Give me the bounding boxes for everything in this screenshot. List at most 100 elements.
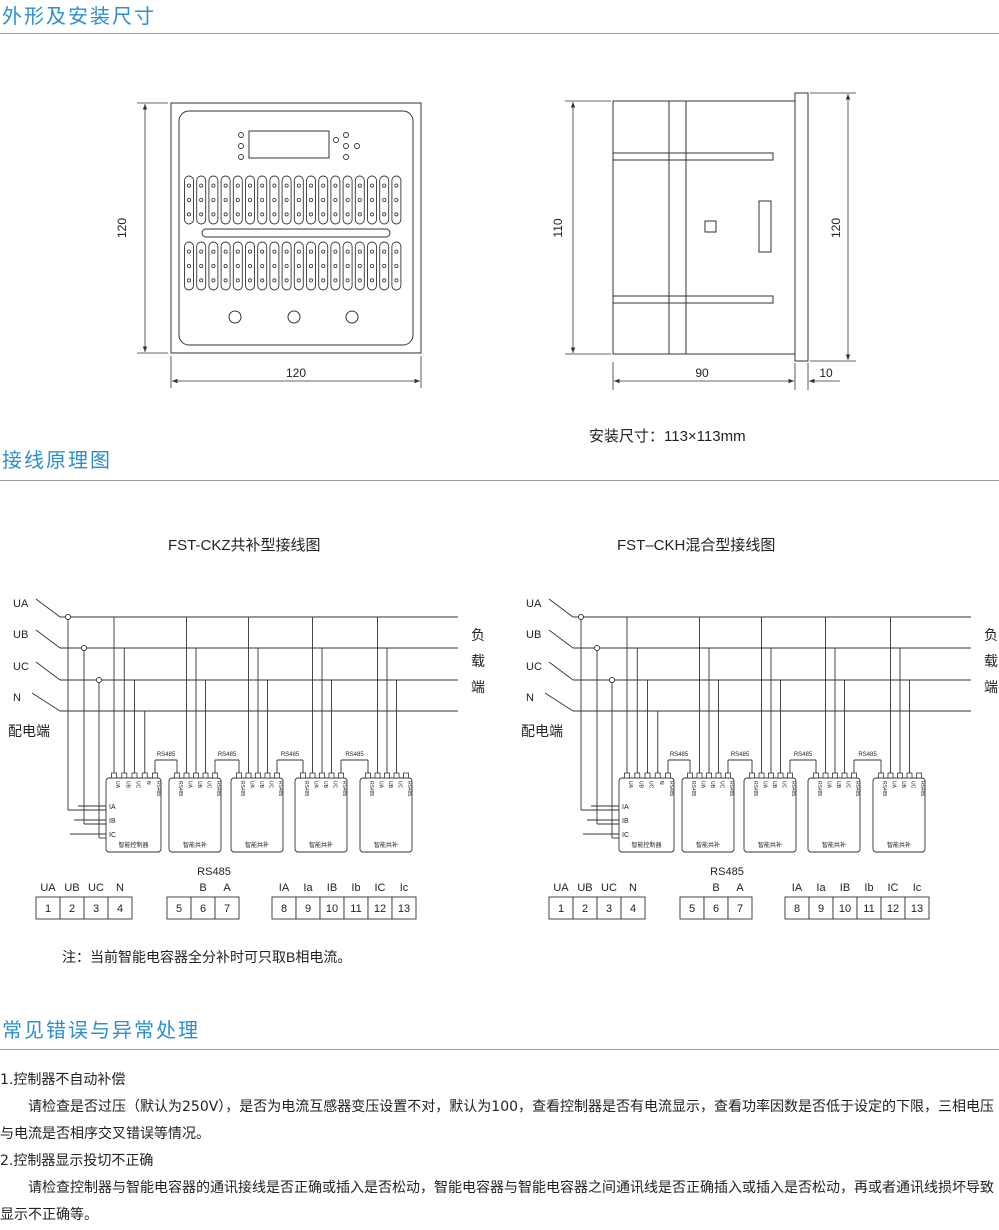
terminal-slot — [391, 175, 402, 225]
rs485-link-label: RS485 — [157, 752, 176, 758]
terminal-label: UA — [762, 781, 768, 789]
terminal-slot — [196, 175, 207, 225]
terminal-label: UC — [397, 781, 403, 789]
phase-label: UB — [13, 629, 28, 641]
terminal-label: RS485 — [690, 781, 696, 797]
terminal-label: UC — [845, 781, 851, 789]
faq-q2-title: 2.控制器显示投切不正确 — [0, 1153, 154, 1169]
side-view-drawing: 110 120 90 10 — [551, 92, 856, 390]
terminal-label: UA — [700, 781, 706, 789]
section-title-dimensions: 外形及安装尺寸 — [2, 4, 156, 28]
terminal-label: UC — [135, 781, 141, 789]
terminal-slot — [245, 175, 255, 225]
section-divider — [0, 33, 999, 34]
terminal-label: RS485 — [816, 781, 822, 797]
terminal-label: UA — [826, 781, 832, 789]
terminal-label: RS485 — [155, 781, 161, 797]
unit-name: 智能共补 — [887, 841, 911, 849]
terminal-number: 6 — [200, 903, 206, 915]
terminal-label: UC — [781, 781, 787, 789]
terminal-number: 2 — [69, 903, 75, 915]
section-divider — [0, 1049, 999, 1050]
terminal-label: RS485 — [277, 781, 283, 797]
phase-label: UA — [526, 598, 542, 610]
front-height-dim: 120 — [115, 218, 129, 238]
front-view-drawing: 120 120 — [115, 102, 422, 388]
terminal-label: UB — [124, 781, 130, 789]
terminal-cell — [107, 896, 133, 920]
terminal-number: 10 — [839, 903, 851, 915]
side-panel-dim: 10 — [819, 366, 833, 380]
rs485-link-label: RS485 — [670, 752, 689, 758]
terminal-slot — [342, 241, 353, 291]
terminal-label: UA — [891, 781, 897, 789]
terminal-slot — [342, 175, 353, 225]
terminal-number: 11 — [350, 903, 361, 915]
terminal-label: UB — [835, 781, 841, 789]
rs485-link-label: RS485 — [345, 752, 364, 758]
terminal-number: 1 — [558, 903, 564, 915]
rs485-group-label: RS485 — [710, 866, 744, 878]
faq-q2-body: 请检查控制器与智能电容器的通讯接线是否正确或插入是否松动，智能电容器与智能电容器… — [0, 1180, 994, 1223]
terminal-slot — [306, 175, 316, 225]
terminal-label: UC — [268, 781, 274, 789]
terminal-number: 5 — [689, 903, 695, 915]
terminal-name: Ia — [816, 882, 826, 894]
capacitor-unit-box — [807, 777, 861, 853]
terminal-slot — [281, 241, 292, 291]
phase-label: N — [13, 692, 21, 704]
terminal-label: UC — [332, 781, 338, 789]
terminal-slot — [184, 175, 194, 225]
capacitor-unit-box — [168, 777, 222, 853]
phase-label: UB — [526, 629, 541, 641]
terminal-number: 12 — [887, 903, 899, 915]
terminal-name: IC — [375, 882, 386, 894]
terminal-slot — [232, 175, 243, 225]
terminal-label: RS485 — [368, 781, 374, 797]
load-label: 载 — [471, 653, 485, 669]
terminal-label: UC — [719, 781, 725, 789]
terminal-name: IA — [792, 882, 803, 894]
section-title-wiring: 接线原理图 — [2, 448, 112, 472]
terminal-label: RS485 — [341, 781, 347, 797]
terminal-name: N — [116, 882, 124, 894]
terminal-label: UA — [114, 781, 120, 789]
terminal-name: UB — [577, 882, 592, 894]
terminal-number: 4 — [117, 903, 123, 915]
front-width-dim: 120 — [286, 366, 306, 380]
controller-box — [105, 777, 162, 853]
front-terminal-rows — [184, 175, 402, 291]
terminal-slot — [306, 241, 316, 291]
terminal-name: Ib — [864, 882, 873, 894]
terminal-name: IC — [888, 882, 899, 894]
unit-name: 智能共补 — [696, 841, 720, 849]
side-depth-dim: 90 — [695, 366, 709, 380]
phase-label: UA — [13, 598, 29, 610]
terminal-name: B — [199, 882, 206, 894]
terminal-label: RS485 — [728, 781, 734, 797]
terminal-number: 11 — [863, 903, 874, 915]
drawings-canvas: 120 120 1 10 120 90 — [8, 92, 998, 965]
terminal-slot — [330, 241, 341, 291]
terminal-slot — [245, 241, 255, 291]
terminal-slot — [391, 241, 402, 291]
terminal-name: IA — [279, 882, 290, 894]
terminal-number: 3 — [606, 903, 612, 915]
unit-name: 智能共补 — [183, 841, 207, 849]
front-knobs — [228, 310, 359, 324]
terminal-name: A — [736, 882, 744, 894]
phase-label: N — [526, 692, 534, 704]
faq-q1-body: 请检查是否过压（默认为250V），是否为电流互感器变压设置不对，默认为100，查… — [0, 1099, 995, 1142]
terminal-slot — [367, 241, 377, 291]
ct-label: IA — [622, 804, 629, 811]
terminal-number: 1 — [45, 903, 51, 915]
capacitor-unit-box — [359, 777, 413, 853]
unit-name: 智能共补 — [245, 841, 269, 849]
terminal-number: 10 — [326, 903, 338, 915]
terminal-name: Ic — [400, 882, 409, 894]
terminal-label: UA — [627, 781, 633, 789]
capacitor-unit-box — [743, 777, 797, 853]
terminal-label: RS485 — [303, 781, 309, 797]
terminal-cell — [214, 896, 240, 920]
